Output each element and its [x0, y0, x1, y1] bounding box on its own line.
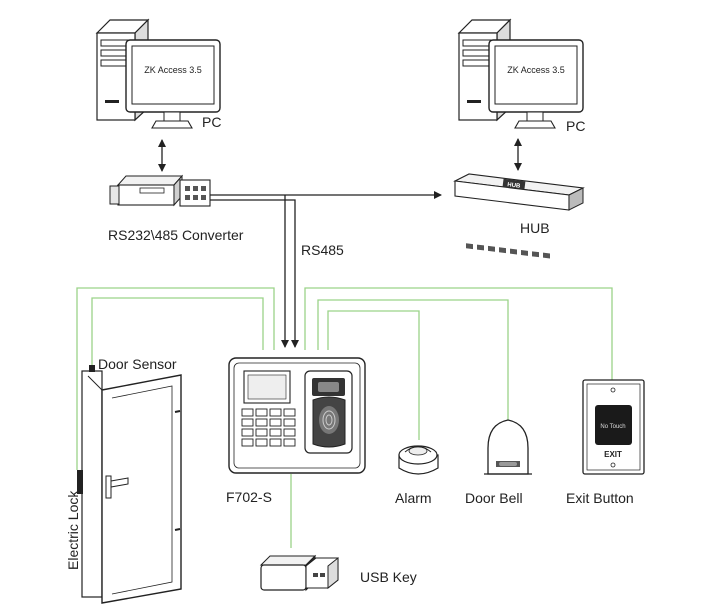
- wire-electric-lock: [76, 287, 275, 470]
- terminal-keypad: [241, 408, 296, 447]
- exit-button-label: Exit Button: [566, 490, 634, 506]
- pc-left-screen-text: ZK Access 3.5: [144, 65, 202, 75]
- wire-door-bell: [317, 299, 509, 420]
- exit-button-icon: No Touch EXIT: [582, 379, 645, 475]
- pc-right-label: PC: [566, 118, 585, 134]
- wire-alarm: [327, 310, 420, 440]
- hub-badge: HUB: [507, 182, 521, 190]
- electric-lock-label: Electric Lock: [65, 490, 81, 570]
- fingerprint-sensor-icon: [304, 370, 353, 454]
- usb-key-icon: [259, 554, 339, 592]
- electric-lock-unit: [77, 470, 83, 494]
- pc-right: ZK Access 3.5 PC: [457, 18, 585, 134]
- wiring: [76, 287, 613, 548]
- device-label: F702-S: [226, 489, 272, 505]
- door-sensor-label: Door Sensor: [98, 356, 177, 372]
- door-leaf: [101, 374, 182, 604]
- door-frame: [81, 370, 103, 598]
- pc-right-screen-text: ZK Access 3.5: [507, 65, 565, 75]
- rs485-bus: [210, 191, 442, 348]
- alarm-siren-icon: [398, 445, 439, 475]
- hub-device: HUB: [453, 173, 585, 259]
- exit-brand-text: No Touch: [600, 424, 625, 430]
- f702s-terminal: [228, 357, 366, 474]
- converter-label: RS232\485 Converter: [108, 227, 244, 243]
- pc-right-monitor: ZK Access 3.5: [488, 39, 584, 129]
- converter-device: [109, 174, 211, 207]
- door-sensor-unit: [89, 365, 95, 372]
- wire-door-sensor: [91, 297, 264, 370]
- pc-left: ZK Access 3.5 PC: [95, 18, 221, 130]
- pc-left-monitor: ZK Access 3.5: [125, 39, 221, 129]
- bus-label: RS485: [301, 242, 344, 258]
- alarm-label: Alarm: [395, 490, 432, 506]
- bus-drop-right: [210, 199, 299, 348]
- door: [77, 365, 182, 604]
- wire-exit-button: [304, 287, 613, 380]
- exit-plate-text: EXIT: [604, 450, 622, 459]
- door-handle: [105, 475, 129, 499]
- hub-label: HUB: [520, 220, 550, 236]
- door-bell-icon: [484, 419, 532, 475]
- usb-key-label: USB Key: [360, 569, 417, 585]
- pc-left-label: PC: [202, 114, 221, 130]
- door-bell-label: Door Bell: [465, 490, 523, 506]
